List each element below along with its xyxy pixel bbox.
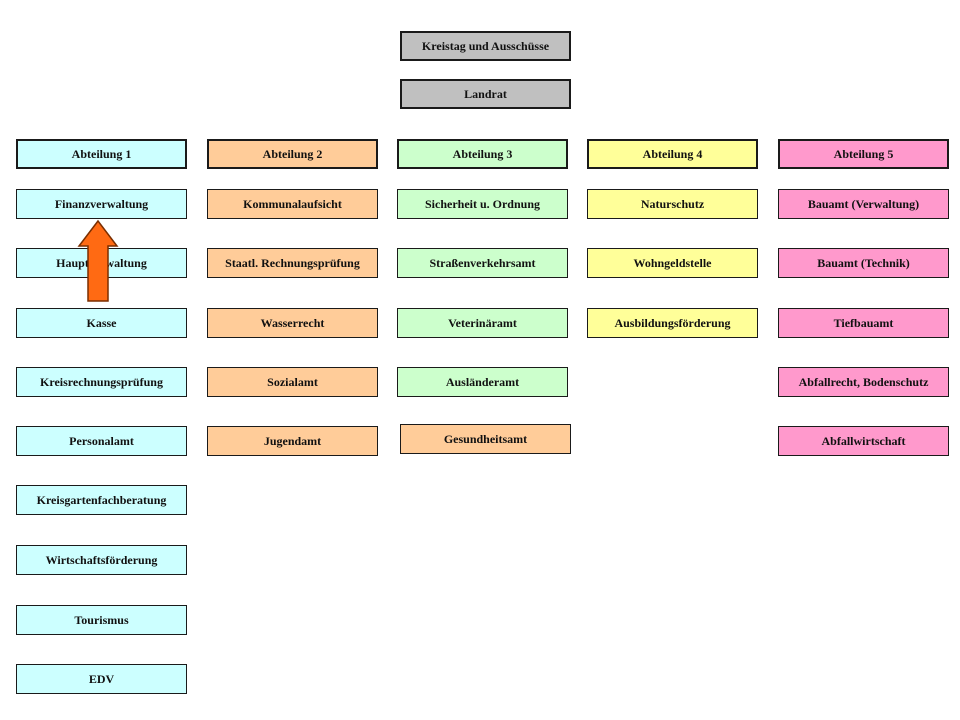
unit-kreisgartenfachberatung: Kreisgartenfachberatung — [16, 485, 187, 515]
abteilung-2-header: Abteilung 2 — [207, 139, 378, 169]
unit-naturschutz: Naturschutz — [587, 189, 758, 219]
unit-kreisrechnungspruefung: Kreisrechnungsprüfung — [16, 367, 187, 397]
unit-wasserrecht: Wasserrecht — [207, 308, 378, 338]
abteilung-1-header: Abteilung 1 — [16, 139, 187, 169]
abteilung-4-header: Abteilung 4 — [587, 139, 758, 169]
unit-kasse: Kasse — [16, 308, 187, 338]
landrat-box: Landrat — [400, 79, 571, 109]
unit-tourismus: Tourismus — [16, 605, 187, 635]
abteilung-3-header: Abteilung 3 — [397, 139, 568, 169]
unit-abfallrecht-bodenschutz: Abfallrecht, Bodenschutz — [778, 367, 949, 397]
unit-ausbildungsfoerderung: Ausbildungsförderung — [587, 308, 758, 338]
unit-sozialamt: Sozialamt — [207, 367, 378, 397]
kreistag-box: Kreistag und Ausschüsse — [400, 31, 571, 61]
unit-bauamt-verwaltung: Bauamt (Verwaltung) — [778, 189, 949, 219]
unit-finanzverwaltung: Finanzverwaltung — [16, 189, 187, 219]
unit-tiefbauamt: Tiefbauamt — [778, 308, 949, 338]
unit-staatl-rechnungspruefung: Staatl. Rechnungsprüfung — [207, 248, 378, 278]
unit-sicherheit-ordnung: Sicherheit u. Ordnung — [397, 189, 568, 219]
unit-edv: EDV — [16, 664, 187, 694]
unit-auslaenderamt: Ausländeramt — [397, 367, 568, 397]
unit-abfallwirtschaft: Abfallwirtschaft — [778, 426, 949, 456]
unit-veterinaeramt: Veterinäramt — [397, 308, 568, 338]
unit-jugendamt: Jugendamt — [207, 426, 378, 456]
abteilung-5-header: Abteilung 5 — [778, 139, 949, 169]
unit-wirtschaftsfoerderung: Wirtschaftsförderung — [16, 545, 187, 575]
unit-hauptverwaltung: Hauptverwaltung — [16, 248, 187, 278]
unit-wohngeldstelle: Wohngeldstelle — [587, 248, 758, 278]
unit-strassenverkehrsamt: Straßenverkehrsamt — [397, 248, 568, 278]
unit-personalamt: Personalamt — [16, 426, 187, 456]
unit-bauamt-technik: Bauamt (Technik) — [778, 248, 949, 278]
unit-gesundheitsamt: Gesundheitsamt — [400, 424, 571, 454]
unit-kommunalaufsicht: Kommunalaufsicht — [207, 189, 378, 219]
